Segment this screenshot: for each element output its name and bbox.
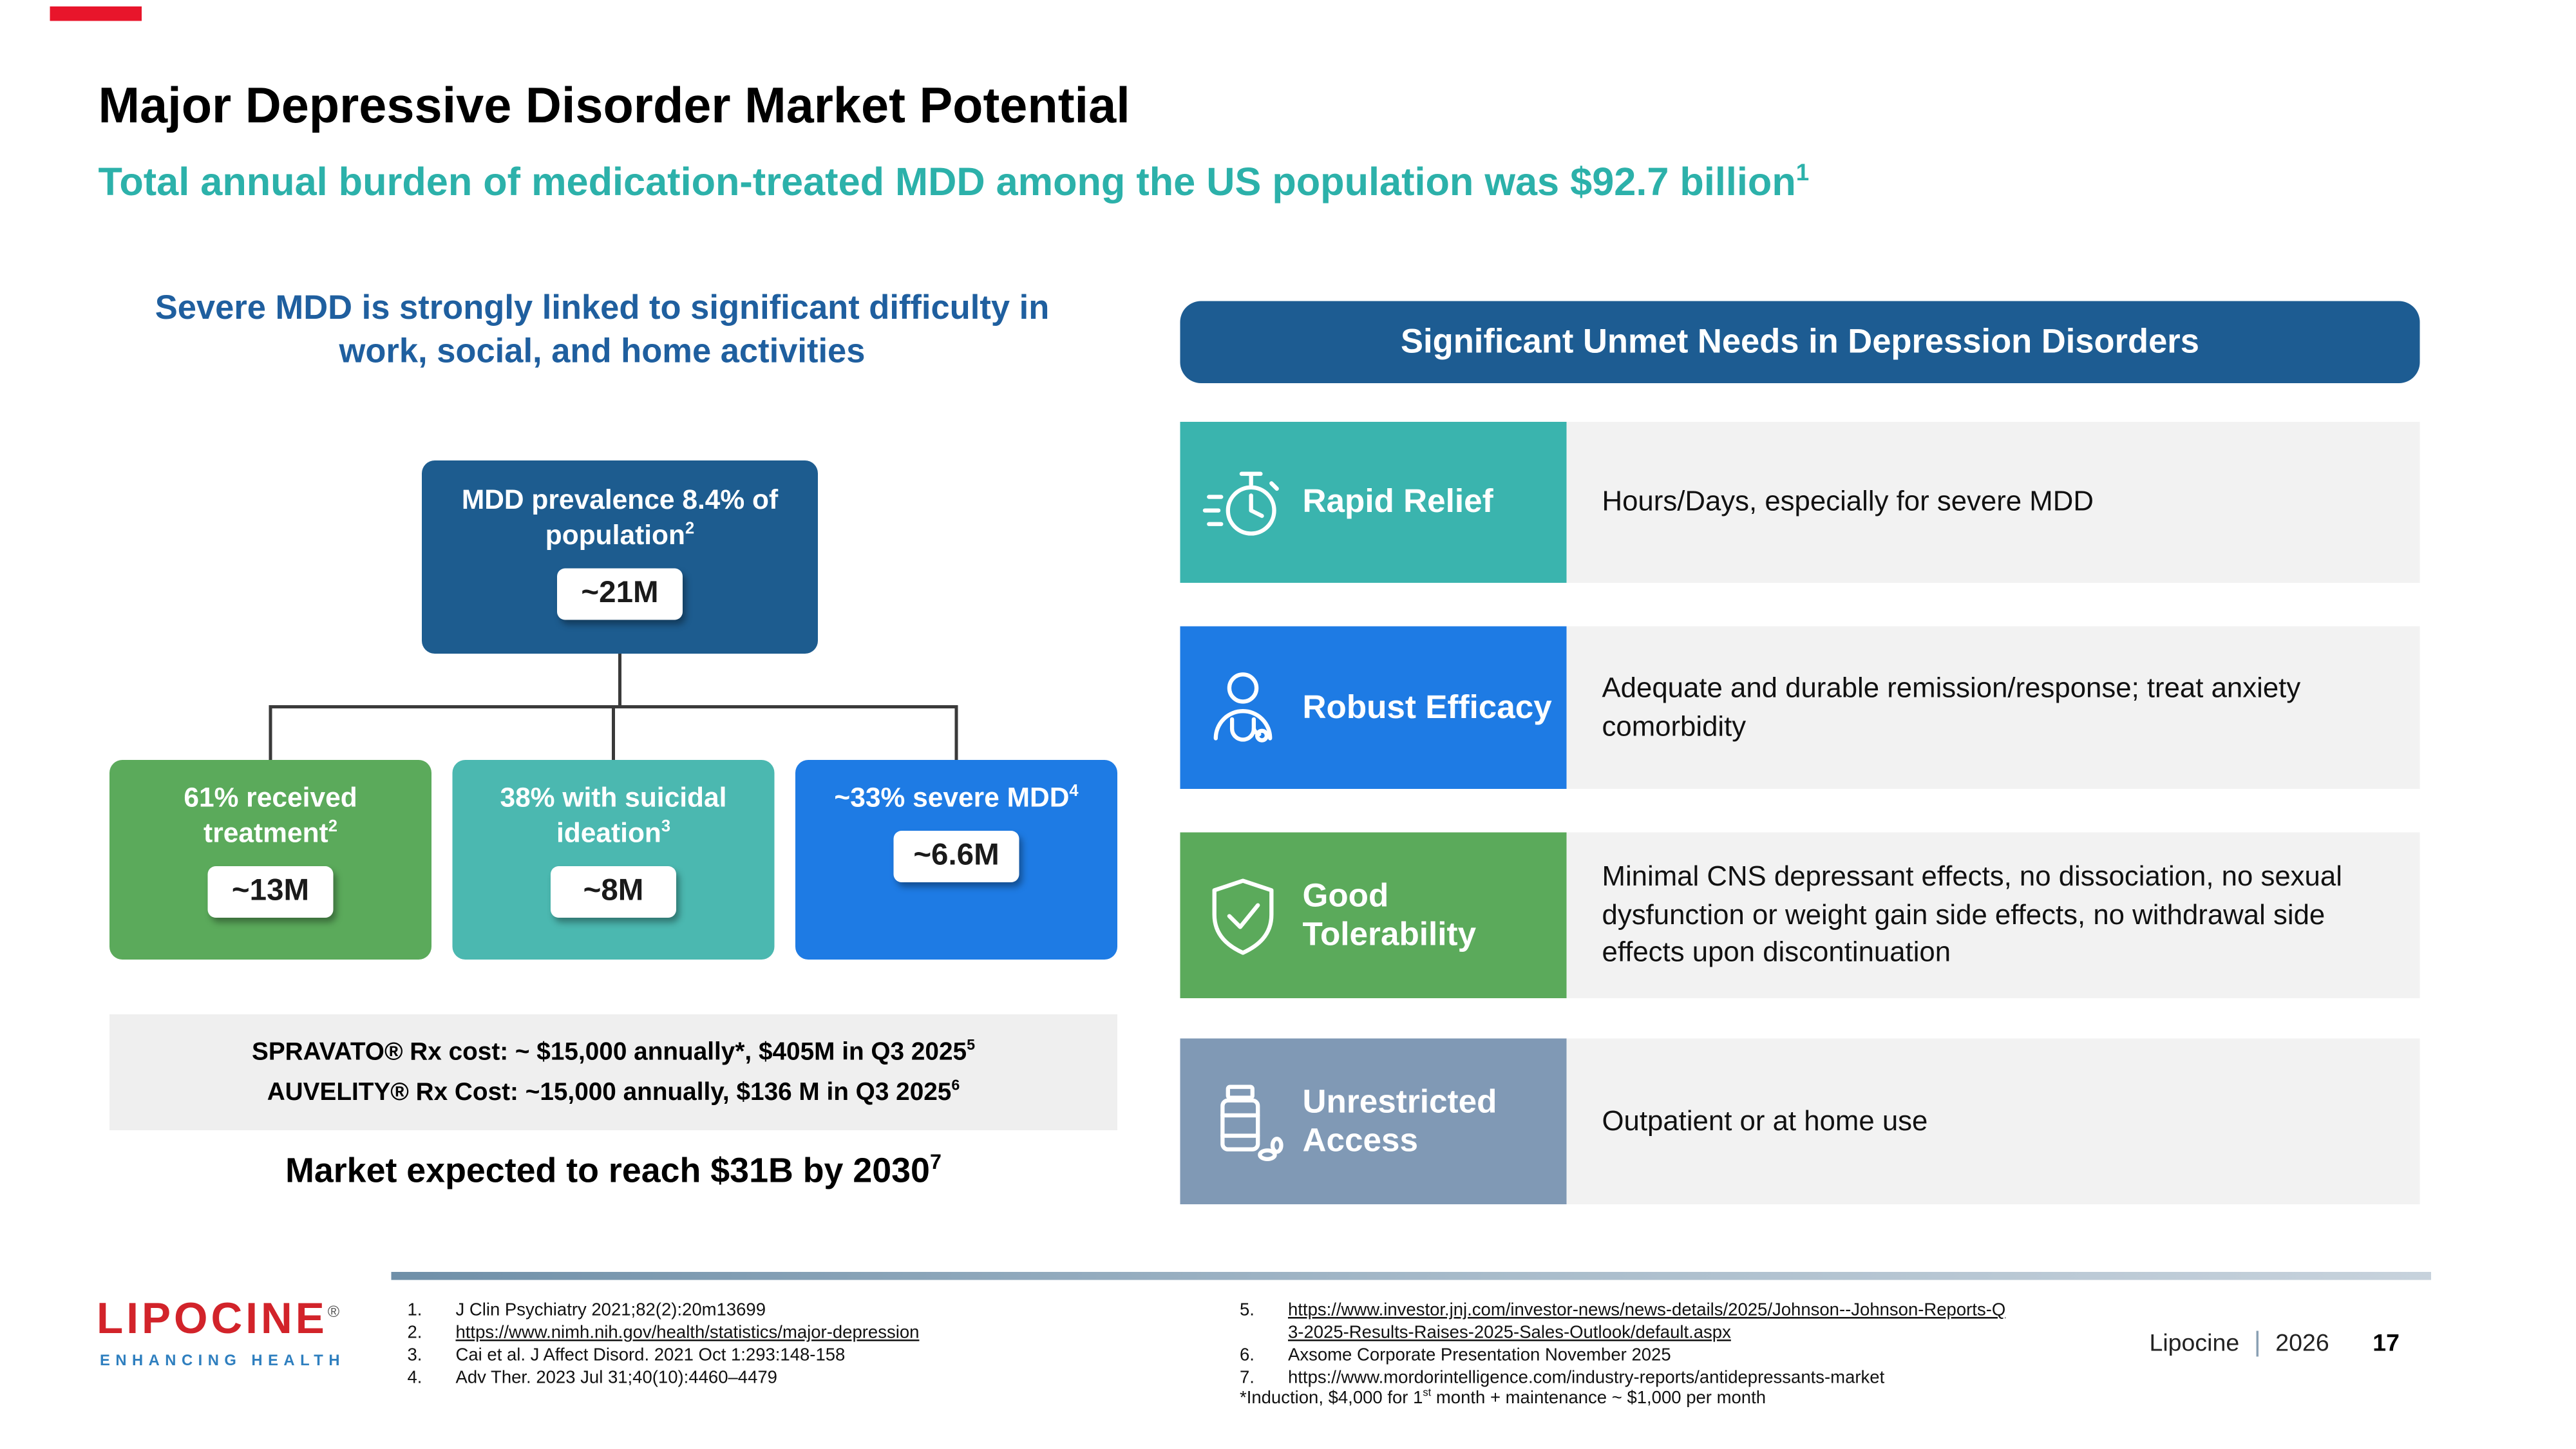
pill-bottle-icon xyxy=(1220,1084,1283,1160)
shield-check-icon xyxy=(1212,878,1274,954)
mordor-link[interactable]: https://www.mordorintelligence.com/indus… xyxy=(1288,1368,1885,1388)
reference-2: 2. https://www.nimh.nih.gov/health/stati… xyxy=(408,1322,1084,1345)
flow-child-severe-mdd: ~33% severe MDD4 ~6.6M xyxy=(795,760,1117,960)
jnj-link[interactable]: https://www.investor.jnj.com/investor-ne… xyxy=(1288,1301,2006,1343)
flow-root-box: MDD prevalence 8.4% of population2 ~21M xyxy=(422,460,818,654)
need-label: Robust Efficacy xyxy=(1302,688,1552,726)
flow-child-suicidal-ideation: 38% with suicidal ideation3 ~8M xyxy=(452,760,775,960)
reference-1: 1. J Clin Psychiatry 2021;82(2):20m13699 xyxy=(407,1301,766,1320)
subtitle-sup: 1 xyxy=(1795,161,1810,187)
need-robust-efficacy: Robust Efficacy xyxy=(1180,626,1567,789)
brand-name: Lipocine xyxy=(2149,1329,2240,1357)
reference-6: 6. Axsome Corporate Presentation Novembe… xyxy=(1240,1346,1671,1365)
references-right: 5. https://www.investor.jnj.com/investor… xyxy=(1240,1300,2012,1390)
reference-4: 4. Adv Ther. 2023 Jul 31;40(10):4460–447… xyxy=(407,1368,777,1388)
connector-child1-vertical xyxy=(269,705,272,760)
flow-root-label: MDD prevalence 8.4% of population2 xyxy=(461,484,779,551)
footer-divider xyxy=(391,1272,2431,1280)
need-good-tolerability-desc: Minimal CNS depressant effects, no disso… xyxy=(1566,832,2420,998)
spravato-cost-line: SPRAVATO® Rx cost: ~ $15,000 annually*, … xyxy=(251,1036,976,1066)
flow-root-value: ~21M xyxy=(557,568,683,620)
connector-root-vertical xyxy=(618,654,621,705)
need-label: Rapid Relief xyxy=(1302,483,1493,521)
page-number: 17 xyxy=(2372,1329,2400,1357)
reference-3: 3. Cai et al. J Affect Disord. 2021 Oct … xyxy=(407,1346,846,1365)
reference-7: 7. https://www.mordorintelligence.com/in… xyxy=(1240,1367,2012,1390)
references-left: 1. J Clin Psychiatry 2021;82(2):20m13699… xyxy=(408,1300,1084,1390)
doctor-icon xyxy=(1213,671,1273,742)
unmet-needs-header: Significant Unmet Needs in Depression Di… xyxy=(1180,301,2420,383)
need-rapid-relief: Rapid Relief xyxy=(1180,422,1567,583)
market-projection: Market expected to reach $31B by 20307 xyxy=(285,1150,942,1190)
need-label: Good Tolerability xyxy=(1302,877,1477,952)
induction-footnote: *Induction, $4,000 for 1st month + maint… xyxy=(1240,1388,1766,1408)
rx-cost-box: SPRAVATO® Rx cost: ~ $15,000 annually*, … xyxy=(109,1014,1117,1130)
need-rapid-relief-desc: Hours/Days, especially for severe MDD xyxy=(1566,422,2420,583)
flow-child-treatment-value: ~13M xyxy=(207,866,334,918)
auvelity-cost-line: AUVELITY® Rx Cost: ~15,000 annually, $13… xyxy=(267,1077,960,1106)
need-label: Unrestricted Access xyxy=(1302,1083,1497,1159)
red-accent-mark xyxy=(50,6,142,21)
page-info: Lipocine | 2026 17 xyxy=(2150,1327,2400,1359)
flow-child-treatment: 61% received treatment2 ~13M xyxy=(109,760,431,960)
lipocine-tagline: ENHANCING HEALTH xyxy=(100,1352,345,1370)
reference-5: 5. https://www.investor.jnj.com/investor… xyxy=(1240,1300,2012,1345)
connector-child3-vertical xyxy=(954,705,958,760)
stopwatch-icon xyxy=(1202,471,1279,536)
subtitle: Total annual burden of medication-treate… xyxy=(99,161,2353,206)
need-robust-efficacy-desc: Adequate and durable remission/response;… xyxy=(1566,626,2420,789)
year: 2026 xyxy=(2275,1329,2329,1357)
lipocine-logo: LIPOCINE® xyxy=(97,1294,343,1343)
connector-child2-vertical xyxy=(612,705,615,760)
flow-child-suicidal-value: ~8M xyxy=(551,866,676,918)
left-heading: Severe MDD is strongly linked to signifi… xyxy=(155,290,1050,371)
need-unrestricted-access-desc: Outpatient or at home use xyxy=(1566,1038,2420,1204)
need-good-tolerability: Good Tolerability xyxy=(1180,832,1567,998)
need-unrestricted-access: Unrestricted Access xyxy=(1180,1038,1567,1204)
flow-child-severe-value: ~6.6M xyxy=(893,831,1019,883)
nimh-link[interactable]: https://www.nimh.nih.gov/health/statisti… xyxy=(455,1323,920,1343)
subtitle-text: Total annual burden of medication-treate… xyxy=(98,161,1796,205)
page-info-divider: | xyxy=(2253,1327,2261,1358)
registered-mark: ® xyxy=(327,1304,343,1322)
page-title: Major Depressive Disorder Market Potenti… xyxy=(98,77,1130,134)
